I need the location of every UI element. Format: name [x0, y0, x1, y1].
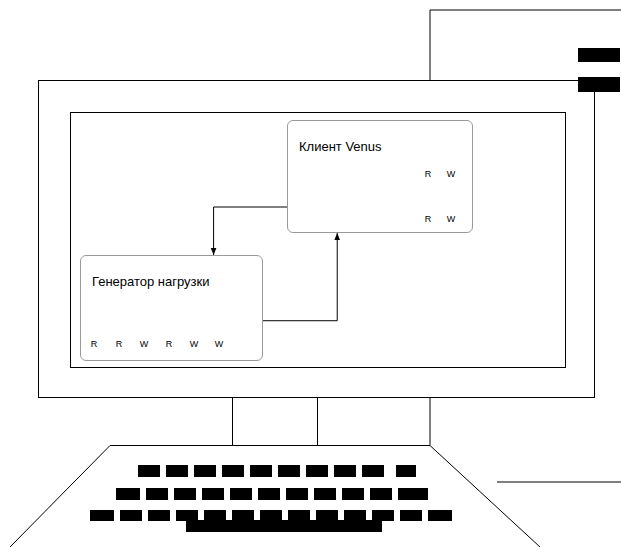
- monitor-stand: [232, 397, 233, 445]
- tower-outline: [430, 397, 431, 445]
- box-title: Генератор нагрузки: [92, 274, 210, 289]
- channel-label: R: [109, 339, 129, 349]
- channel-label: R: [418, 169, 438, 179]
- channel-label: W: [184, 339, 204, 349]
- box-title: Клиент Venus: [299, 139, 382, 154]
- monitor-screen: [71, 113, 566, 368]
- tower-outline: [430, 10, 621, 80]
- flow-arrow: [214, 207, 287, 255]
- monitor-stand: [317, 397, 318, 445]
- channel-label: W: [441, 169, 461, 179]
- channel-label: R: [84, 339, 104, 349]
- channel-label: W: [134, 339, 154, 349]
- channel-label: R: [159, 339, 179, 349]
- keyboard-outline: [10, 446, 540, 547]
- flow-arrow: [263, 233, 337, 321]
- client-box: Клиент Venus: [287, 120, 473, 233]
- monitor-frame: [39, 81, 595, 398]
- tower-slots: [578, 48, 620, 92]
- channel-label: W: [209, 339, 229, 349]
- tower-outline: [497, 482, 621, 483]
- channel-label: R: [418, 214, 438, 224]
- keyboard-keys: [90, 465, 452, 532]
- channel-label: W: [441, 214, 461, 224]
